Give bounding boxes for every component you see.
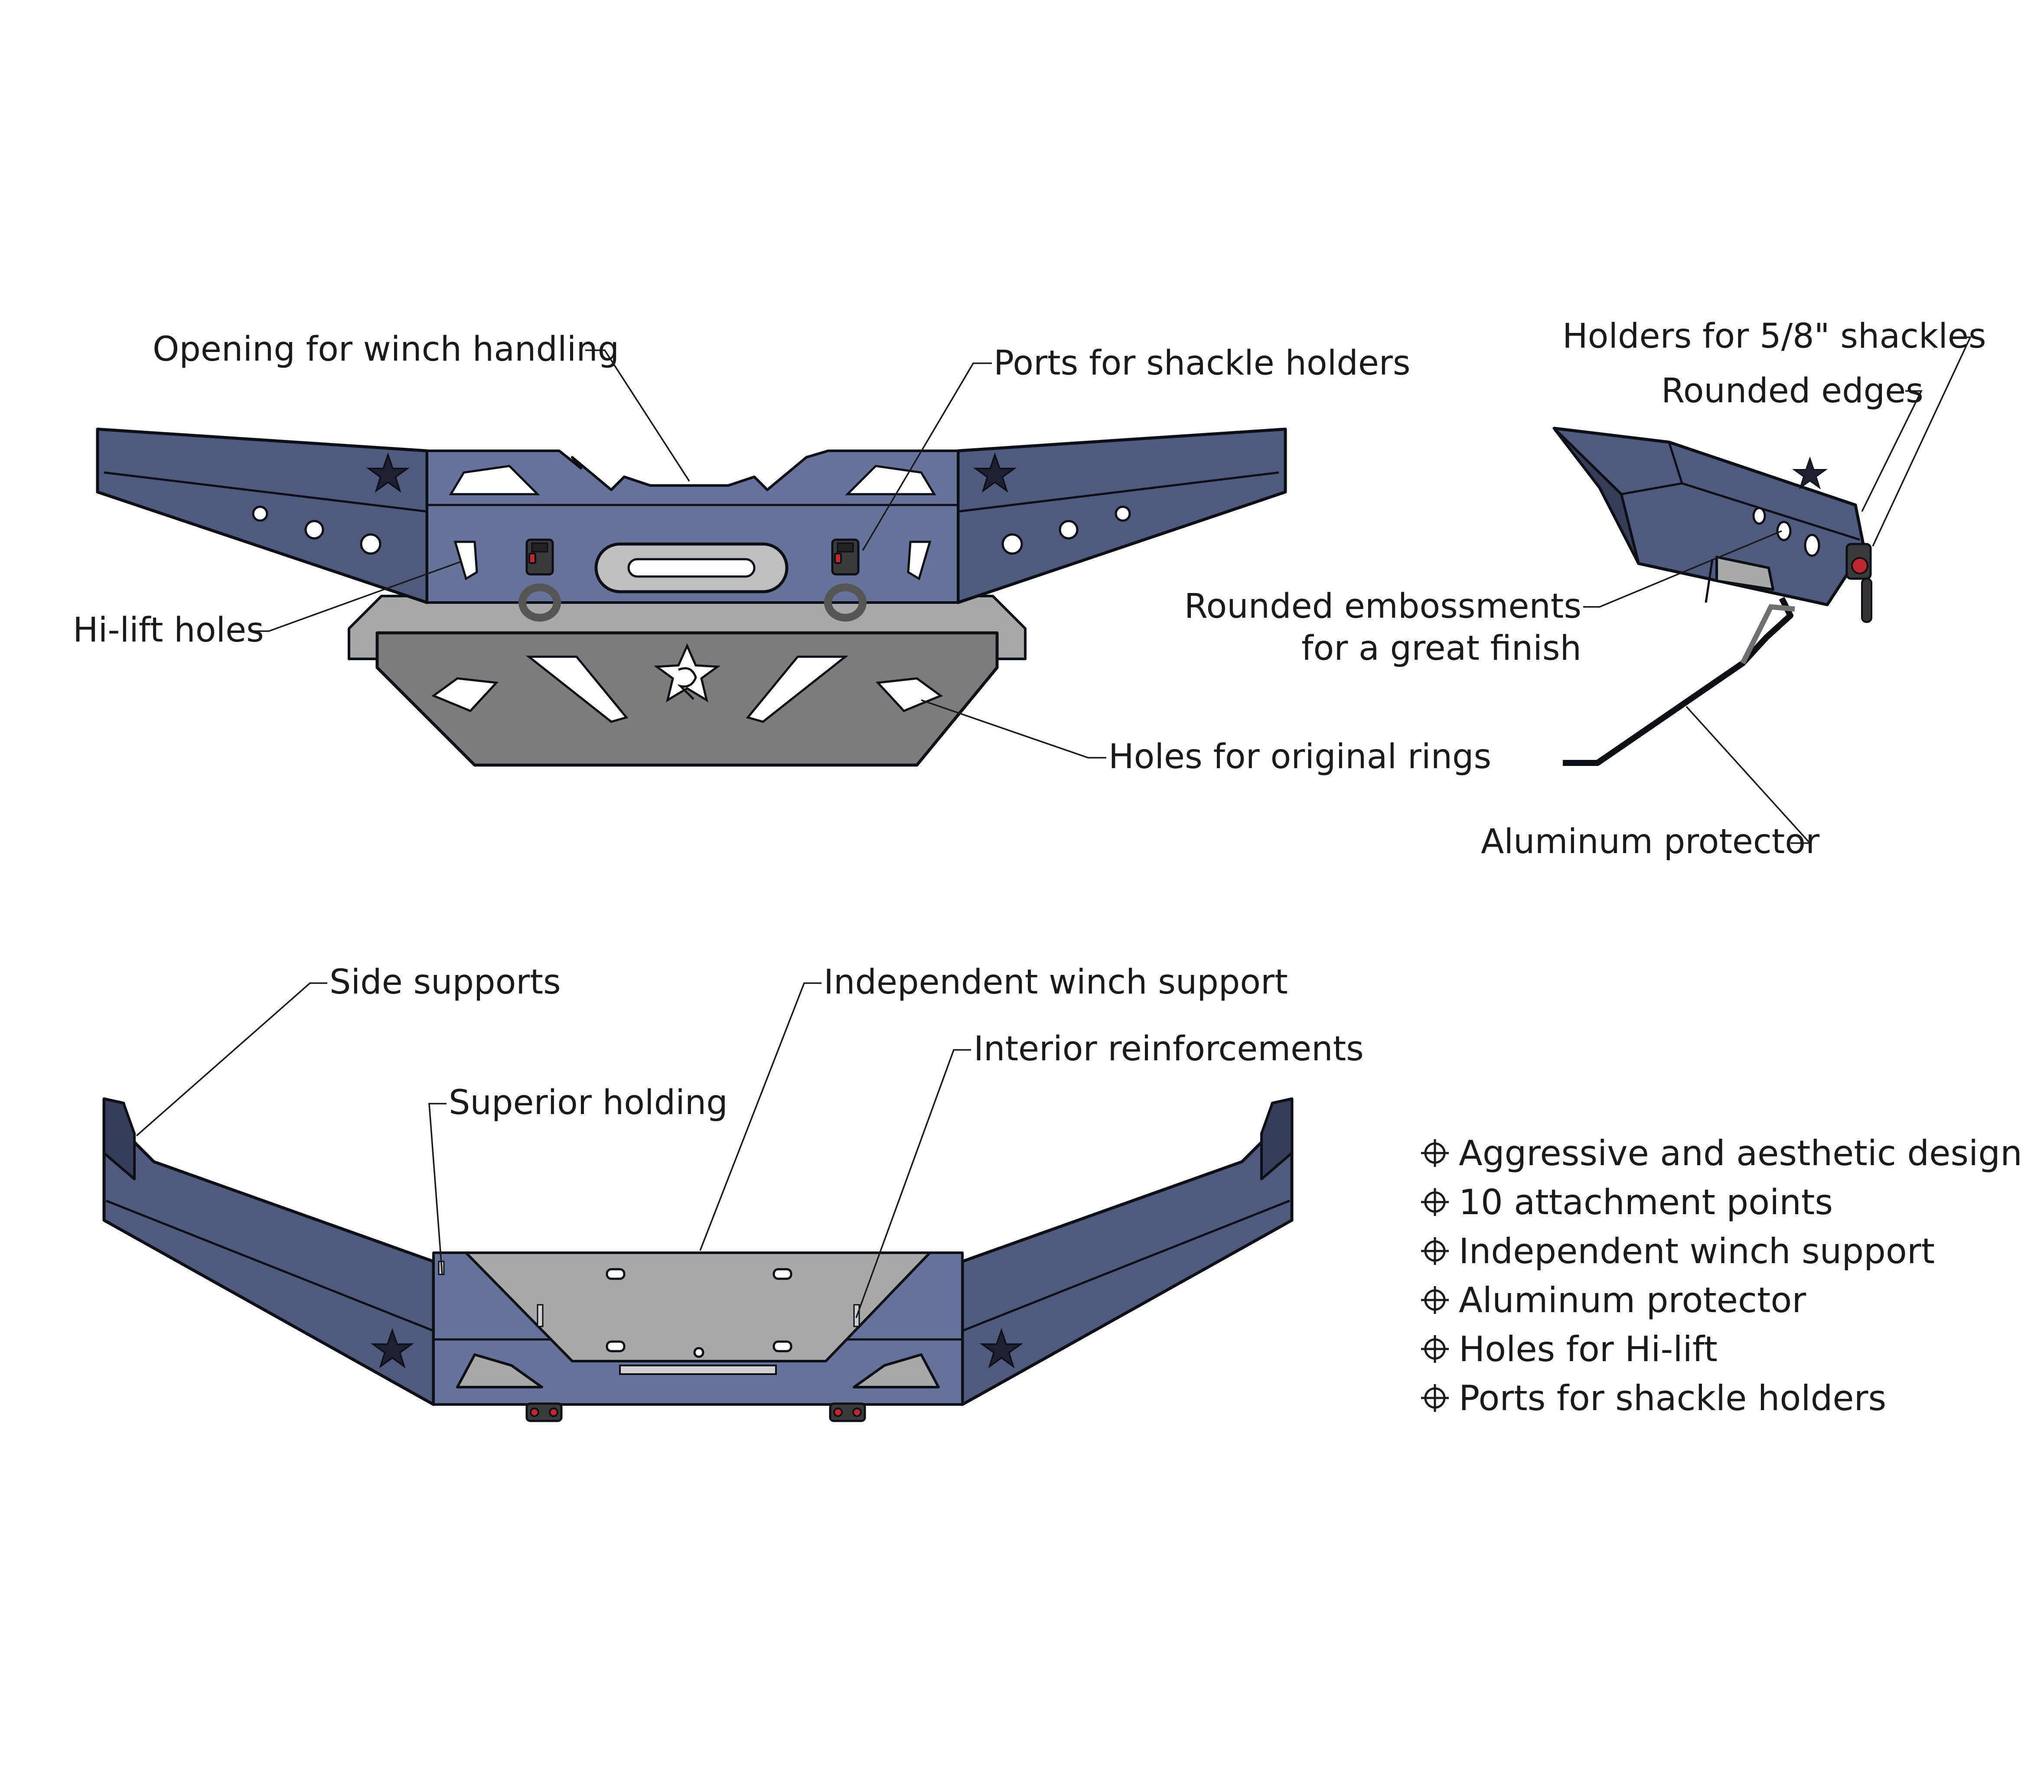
top-winch-plate <box>465 1251 931 1362</box>
callout-side-supports-label: Side supports <box>329 963 561 1002</box>
callout-embossments: Rounded embossments for a great finish <box>1184 530 1782 668</box>
callout-rounded-edges-label: Rounded edges <box>1661 371 1923 411</box>
callout-interior-reinforcements: Interior reinforcements <box>855 1030 1364 1318</box>
feature-item: Independent winch support <box>1421 1231 1935 1271</box>
side-view-bumper <box>1552 427 1872 766</box>
crosshair-icon <box>1421 1286 1449 1314</box>
callout-shackle-holders-label: Holders for 5/8" shackles <box>1562 317 1986 356</box>
feature-item: Aggressive and aesthetic design <box>1421 1133 2022 1173</box>
callout-superior-holding-label: Superior holding <box>449 1083 728 1122</box>
callout-original-rings: Holes for original rings <box>921 699 1491 776</box>
crosshair-icon <box>1421 1384 1449 1412</box>
feature-label: Aluminum protector <box>1459 1280 1806 1320</box>
callout-embossments-label-1: Rounded embossments <box>1184 587 1581 626</box>
feature-item: 10 attachment points <box>1421 1182 1833 1222</box>
feature-label: Independent winch support <box>1459 1231 1935 1271</box>
side-aluminum-protector <box>1563 596 1793 766</box>
front-view-bumper <box>96 427 1287 767</box>
feature-item: Holes for Hi-lift <box>1421 1329 1718 1369</box>
callout-aluminum-protector: Aluminum protector <box>1481 706 1820 861</box>
callout-hilift-holes: Hi-lift holes <box>73 560 462 650</box>
top-right-wing <box>961 1097 1294 1406</box>
feature-label: 10 attachment points <box>1459 1182 1833 1222</box>
callout-shackle-holders: Holders for 5/8" shackles <box>1562 317 1986 547</box>
features-list: Aggressive and aesthetic design 10 attac… <box>1421 1133 2022 1418</box>
feature-label: Ports for shackle holders <box>1459 1378 1886 1418</box>
top-view-bumper <box>102 1097 1294 1422</box>
side-shackle-holder <box>1845 543 1872 623</box>
front-center-section <box>426 450 959 604</box>
crosshair-icon <box>1421 1335 1449 1363</box>
callout-shackle-ports-label: Ports for shackle holders <box>994 344 1411 383</box>
callout-winch-opening: Opening for winch handling <box>153 330 690 482</box>
feature-label: Aggressive and aesthetic design <box>1459 1133 2022 1173</box>
callout-winch-support-label: Independent winch support <box>824 963 1288 1002</box>
callout-side-supports: Side supports <box>136 963 561 1137</box>
callout-aluminum-protector-label: Aluminum protector <box>1481 822 1820 861</box>
crosshair-icon <box>1421 1237 1449 1265</box>
callout-embossments-label-2: for a great finish <box>1301 629 1581 668</box>
callout-winch-opening-label: Opening for winch handling <box>153 330 619 369</box>
callout-rounded-edges: Rounded edges <box>1661 371 1923 512</box>
callout-original-rings-label: Holes for original rings <box>1108 737 1491 776</box>
front-winch-fairlead <box>594 542 789 593</box>
front-skid-plate <box>348 595 1027 767</box>
callout-shackle-ports: Ports for shackle holders <box>862 344 1411 551</box>
front-shackle-left <box>518 540 561 622</box>
callout-interior-reinforcements-label: Interior reinforcements <box>974 1030 1364 1069</box>
callout-hilift-holes-label: Hi-lift holes <box>73 611 264 650</box>
callout-winch-support: Independent winch support <box>699 963 1288 1251</box>
feature-label: Holes for Hi-lift <box>1459 1329 1718 1369</box>
feature-item: Aluminum protector <box>1421 1280 1806 1320</box>
feature-item: Ports for shackle holders <box>1421 1378 1886 1418</box>
crosshair-icon <box>1421 1139 1449 1167</box>
front-shackle-right <box>824 540 867 622</box>
callout-superior-holding: Superior holding <box>428 1083 728 1275</box>
crosshair-icon <box>1421 1188 1449 1216</box>
